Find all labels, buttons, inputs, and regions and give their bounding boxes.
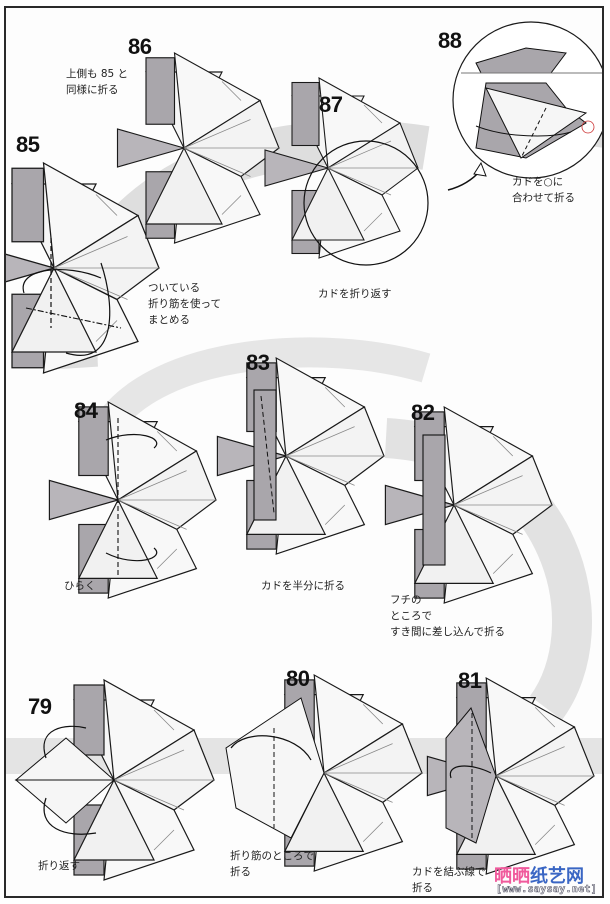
diagram-artwork [6,21,602,881]
step-number-82: 82 [411,400,435,425]
step-note-82: フチの ところで すき間に差し込んで折る [390,594,505,638]
step-number-83: 83 [246,350,270,375]
step-number-84: 84 [74,398,98,423]
instruction-page: 86 上側も 85 と 同様に折る 87 カドを折り返す 88 カドを○に 合わ… [4,6,604,898]
step-note-80: 折り筋のところで 折る [230,850,314,878]
step-note-84: ひらく [64,580,96,592]
step-note-81: カドを結ぶ線で 折る [412,866,486,894]
watermark-url: [www.saysay.net] [496,884,598,896]
step-note-85: ついている 折り筋を使って まとめる [148,282,221,326]
step-number-88: 88 [438,28,462,53]
watermark-part1: 晒晒 [494,866,530,887]
step-number-85: 85 [16,132,40,157]
step-number-79: 79 [28,694,52,719]
step-note-79: 折り返す [38,860,80,872]
step-note-88: カドを○に 合わせて折る [512,176,575,204]
step-number-87: 87 [319,92,343,117]
watermark-part2: 纸艺网 [530,866,584,887]
step-number-80: 80 [286,666,310,691]
step-note-86: 上側も 85 と 同様に折る [66,68,129,96]
step-number-81: 81 [458,668,482,693]
watermark-site-name: 晒晒纸艺网 [494,862,584,888]
step-note-83: カドを半分に折る [261,580,345,592]
step-note-87: カドを折り返す [318,288,392,300]
step-number-86: 86 [128,34,152,59]
